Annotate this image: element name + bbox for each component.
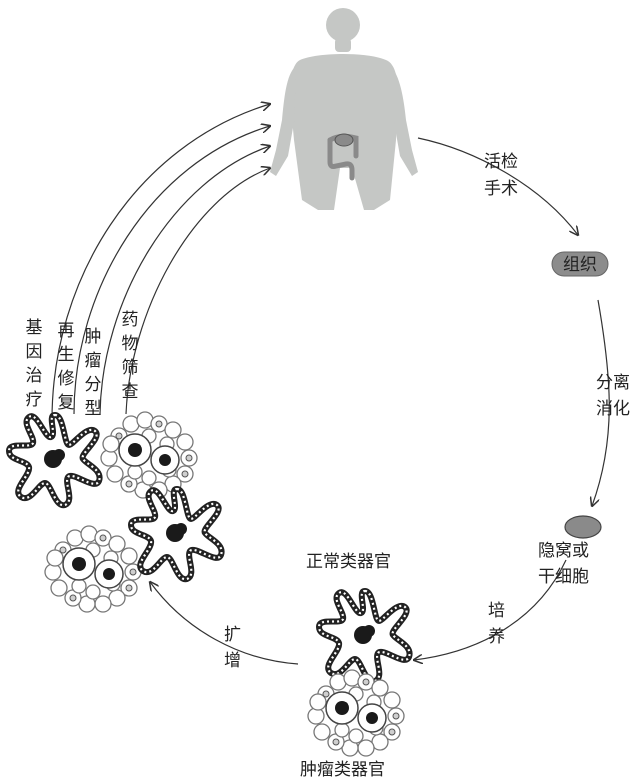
arrow-biopsy [417, 137, 578, 235]
label-tumor-organoid: 肿瘤类器官 [300, 760, 385, 780]
label-regenerative-repair-char-4: 复 [58, 393, 75, 413]
label-tumor-typing-char-4: 型 [85, 399, 102, 419]
label-culture-line1: 培 [488, 601, 505, 621]
label-biopsy-line2: 手术 [484, 179, 518, 199]
label-regenerative-repair-char-1: 再 [58, 321, 75, 341]
label-drug-screening-char-3: 筛 [122, 358, 139, 378]
label-regenerative-repair-char-3: 修 [58, 369, 75, 389]
expanded-tumor-organoid-1 [100, 411, 198, 499]
tissue-label: 组织 [563, 255, 597, 275]
label-drug-screening-char-1: 药 [122, 310, 139, 330]
expanded-normal-organoid-1 [9, 415, 100, 505]
label-stem-cells-line2: 干细胞 [538, 567, 589, 587]
label-culture-line2: 养 [488, 627, 505, 647]
arrow-gene-therapy [51, 104, 270, 421]
arrow-dissociation [592, 299, 610, 506]
label-drug-screening-char-4: 查 [122, 382, 139, 402]
label-regenerative-repair-char-2: 生 [58, 345, 75, 365]
label-drug-screening-char-2: 物 [122, 334, 139, 354]
tumor-organoid [307, 669, 405, 757]
arrow-drug-screening [125, 168, 270, 415]
label-expansion-line1: 扩 [224, 625, 241, 645]
label-dissociation-line2: 消化 [596, 399, 630, 419]
label-dissociation-line1: 分离 [596, 373, 630, 393]
label-stem-cells-line1: 隐窝或 [538, 541, 589, 561]
normal-organoid [319, 591, 410, 681]
human-body-silhouette [270, 8, 418, 210]
label-tumor-typing-char-1: 肿 [85, 327, 102, 347]
expanded-normal-organoid-2 [131, 489, 222, 579]
arrow-expansion [150, 582, 299, 665]
expanded-tumor-organoid-2 [44, 525, 142, 613]
arrow-tumor-typing [99, 146, 270, 415]
label-gene-therapy-char-1: 基 [26, 318, 43, 338]
label-expansion-line2: 增 [224, 651, 241, 671]
label-normal-organoid: 正常类器官 [306, 552, 391, 572]
label-gene-therapy-char-4: 疗 [26, 390, 43, 410]
application-arrows [51, 104, 270, 421]
arrow-culture [414, 559, 567, 660]
label-tumor-typing-char-2: 瘤 [85, 351, 102, 371]
tissue-badge: 组织 [551, 251, 609, 277]
arrow-regenerative-repair [73, 126, 270, 415]
label-gene-therapy-char-3: 治 [26, 366, 43, 386]
label-biopsy-line1: 活检 [484, 152, 518, 172]
stem-cell-icon [564, 515, 602, 539]
label-gene-therapy-char-2: 因 [26, 342, 43, 362]
label-tumor-typing-char-3: 分 [85, 375, 102, 395]
